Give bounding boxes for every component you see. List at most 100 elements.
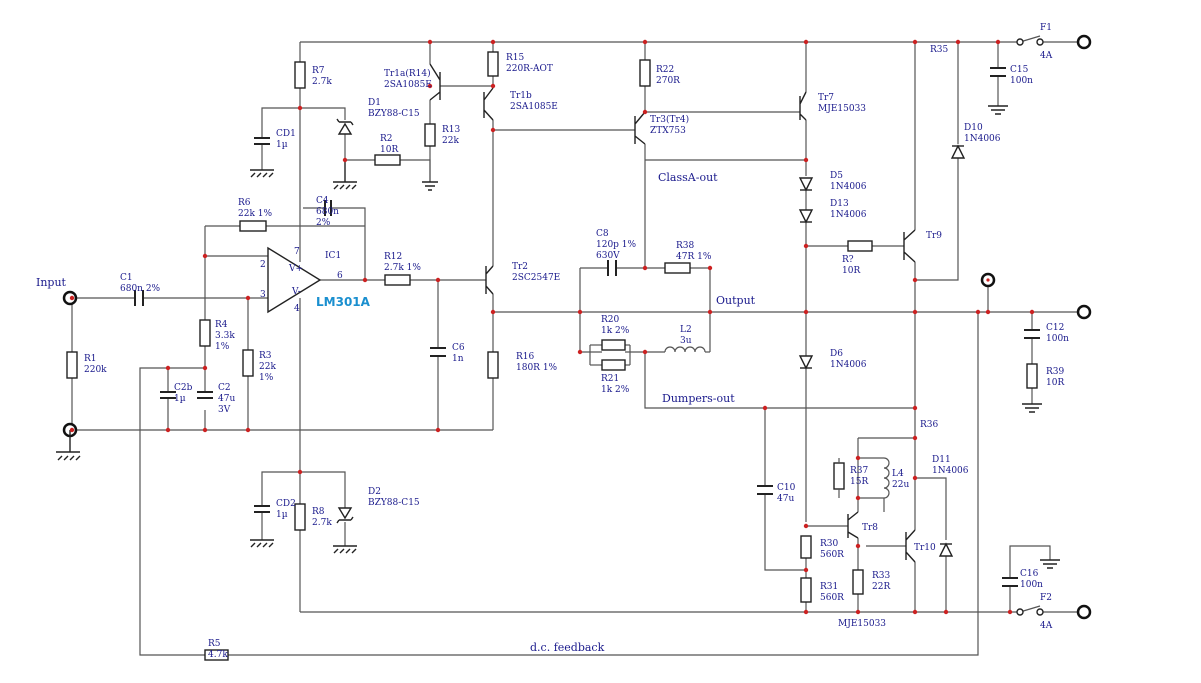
transistor-tr2	[485, 265, 494, 295]
label-c4-value: 680n	[316, 207, 339, 217]
label-c6-ref: C6	[452, 343, 465, 353]
label-d11-value: 1N4006	[932, 466, 969, 476]
ground-icon	[1022, 403, 1042, 413]
label-r8-value: 2.7k	[312, 518, 332, 528]
capacitors	[134, 67, 1040, 587]
label-l2-ref: L2	[680, 325, 692, 335]
label-f1-ref: F1	[1040, 23, 1052, 33]
label-r37-ref: R37	[850, 466, 869, 476]
label-r21-value: 1k 2%	[601, 385, 630, 395]
transistor-tr9	[903, 229, 916, 263]
label-r31-value: 560R	[820, 593, 844, 603]
label-c1-ref: C1	[120, 273, 133, 283]
label-r22-value: 270R	[656, 76, 680, 86]
opamp-pin-2: 2	[260, 260, 266, 270]
resistor-r5	[204, 649, 229, 661]
capacitor-c1	[134, 290, 144, 306]
ground-icon	[250, 169, 274, 178]
label-tr7-ref: Tr7	[818, 93, 834, 103]
label-r1-ref: R1	[84, 354, 97, 364]
label-r16-ref: R16	[516, 352, 535, 362]
label-d5-value: 1N4006	[830, 182, 867, 192]
resistor-r4	[199, 319, 211, 347]
capacitor-c16	[1002, 577, 1018, 587]
label-r35-ref: R35	[930, 45, 949, 55]
label-c15-value: 100n	[1010, 76, 1033, 86]
label-r13-ref: R13	[442, 125, 461, 135]
label-tr10-ref: Tr10	[914, 543, 936, 553]
label-r4-value: 1%	[215, 342, 230, 352]
label-d10-value: 1N4006	[964, 134, 1001, 144]
label-cd2-value: 1µ	[276, 510, 288, 520]
label-c2-ref: C2	[218, 383, 231, 393]
label-c10-ref: C10	[777, 483, 796, 493]
input-label: Input	[36, 276, 67, 289]
label-c4-ref: C4	[316, 196, 329, 206]
resistor-r6	[239, 220, 267, 232]
classa-out-label: ClassA-out	[658, 171, 718, 184]
capacitor-cd2	[254, 505, 270, 513]
positive-supply-terminal[interactable]	[1076, 34, 1092, 50]
label-c2-value: 47u	[218, 394, 235, 404]
inductors	[664, 346, 890, 499]
capacitor-c10	[757, 485, 773, 495]
label-c16-value: 100n	[1020, 580, 1043, 590]
capacitor-cd1	[254, 137, 270, 145]
label-c2b-value: 1µ	[174, 394, 186, 404]
resistor-r7	[294, 61, 306, 89]
label-d2-ref: D2	[368, 487, 381, 497]
capacitor-c15	[990, 67, 1006, 77]
label-c2b-ref: C2b	[174, 383, 193, 393]
capacitor-c4	[324, 200, 332, 216]
ground-symbols	[56, 105, 1060, 569]
label-r16-value: 180R 1%	[516, 363, 558, 373]
label-tr1b-ref: Tr1b	[510, 91, 532, 101]
transistor-tr1b	[483, 86, 494, 121]
transistor-tr10	[905, 529, 916, 563]
diode-d5	[798, 177, 814, 192]
output-label: Output	[716, 294, 756, 307]
diode-d2	[336, 507, 354, 524]
label-d1-value: BZY88-C15	[368, 109, 420, 119]
opamp-pin-plus: V+	[288, 264, 303, 274]
inductor-l2	[664, 346, 706, 353]
label-tr1a-ref: Tr1a(R14)	[384, 68, 431, 79]
negative-supply-terminal[interactable]	[1076, 604, 1092, 620]
label-r33-value: 22R	[872, 582, 890, 592]
dc-feedback-label: d.c. feedback	[530, 641, 605, 654]
resistor-r38	[664, 262, 691, 274]
label-tr1b-value: 2SA1085E	[510, 102, 558, 112]
resistor-r3	[242, 349, 254, 377]
junction-dots	[69, 39, 1035, 615]
opamp-pin-6: 6	[337, 271, 343, 281]
opamp-pin-4: 4	[294, 304, 300, 314]
transistor-tr8	[847, 511, 859, 539]
label-tr2-value: 2SC2547E	[512, 273, 560, 283]
output-terminal[interactable]	[1076, 304, 1092, 320]
transistor-tr3	[634, 111, 646, 145]
label-c4-value: 2%	[316, 218, 331, 228]
capacitor-c6	[430, 347, 446, 357]
fuse-f2-terminal	[1036, 608, 1044, 616]
label-r3-value: 1%	[259, 373, 274, 383]
resistor-r20	[601, 339, 626, 351]
label-r5-ref: R5	[208, 639, 221, 649]
label-tr8-ref: Tr8	[862, 523, 878, 533]
test-terminal-dot	[986, 278, 990, 282]
net-labels: Input Output ClassA-out Dumpers-out d.c.…	[36, 171, 756, 654]
label-r12-value: 2.7k 1%	[384, 263, 421, 273]
label-c1-value: 680n 2%	[120, 284, 161, 294]
label-r30-ref: R30	[820, 539, 839, 549]
label-r5-value: 4.7k	[208, 650, 228, 660]
label-d6-ref: D6	[830, 349, 843, 359]
label-c10-value: 47u	[777, 494, 794, 504]
transistor-tr1a	[429, 63, 441, 101]
label-r38-value: 47R 1%	[676, 252, 712, 262]
diode-d11	[938, 542, 954, 557]
label-r15-ref: R15	[506, 53, 525, 63]
label-cd1-ref: CD1	[276, 129, 296, 139]
label-tr3-ref: Tr3(Tr4)	[650, 114, 689, 125]
opamp-pin-minus: V-	[291, 287, 301, 297]
